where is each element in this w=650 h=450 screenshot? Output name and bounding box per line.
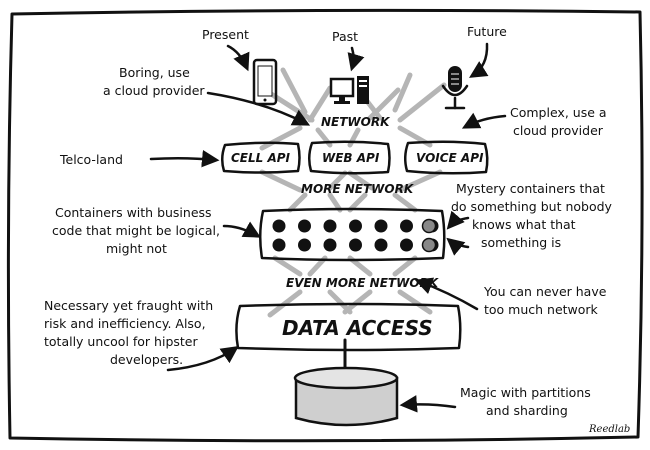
cell-api-box: CELL API xyxy=(221,141,301,174)
container-dot xyxy=(298,219,311,233)
web-api-label: WEB API xyxy=(322,151,380,165)
label-more-network: MORE NETWORK xyxy=(301,182,415,196)
note-mystery: Mystery containers that do something but… xyxy=(451,181,616,250)
database-cylinder-icon xyxy=(293,338,399,427)
label-future: Future xyxy=(467,24,507,39)
label-network: NETWORK xyxy=(321,115,391,129)
container-dot xyxy=(349,219,362,233)
note-never-enough: You can never have too much network xyxy=(483,284,610,317)
container-dot xyxy=(374,238,388,252)
container-dot xyxy=(400,219,413,233)
containers-box xyxy=(259,207,446,262)
note-data-access: Necessary yet fraught with risk and inef… xyxy=(44,298,217,367)
label-present: Present xyxy=(202,27,249,42)
mystery-container-dot xyxy=(421,237,437,253)
container-dot xyxy=(272,238,286,252)
container-dot xyxy=(298,238,311,252)
container-dot xyxy=(323,219,337,233)
label-past: Past xyxy=(332,29,358,44)
label-even-more-network: EVEN MORE NETWORK xyxy=(286,276,440,290)
mystery-container-dot xyxy=(421,218,437,234)
note-boring: Boring, use a cloud provider xyxy=(103,65,205,98)
desktop-computer-icon xyxy=(329,76,369,104)
cell-api-label: CELL API xyxy=(231,151,291,165)
note-telco: Telco-land xyxy=(59,152,123,167)
artist-signature: Reedlab xyxy=(588,424,630,435)
container-dot xyxy=(349,238,362,252)
note-containers: Containers with business code that might… xyxy=(52,205,224,256)
container-dot xyxy=(374,219,388,233)
web-api-box: WEB API xyxy=(308,140,391,175)
note-complex: Complex, use a cloud provider xyxy=(510,105,611,138)
voice-api-box: VOICE API xyxy=(404,140,489,175)
annotation-arrows xyxy=(149,42,507,413)
container-dots xyxy=(272,218,439,253)
phone-icon xyxy=(252,58,278,106)
voice-api-label: VOICE API xyxy=(416,151,484,165)
container-dot xyxy=(400,238,413,252)
outer-frame xyxy=(6,8,644,443)
container-dot xyxy=(323,238,337,252)
note-magic: Magic with partitions and sharding xyxy=(460,385,595,418)
data-access-label: DATA ACCESS xyxy=(282,316,433,340)
microphone-icon xyxy=(441,66,469,110)
container-dot xyxy=(272,219,286,233)
